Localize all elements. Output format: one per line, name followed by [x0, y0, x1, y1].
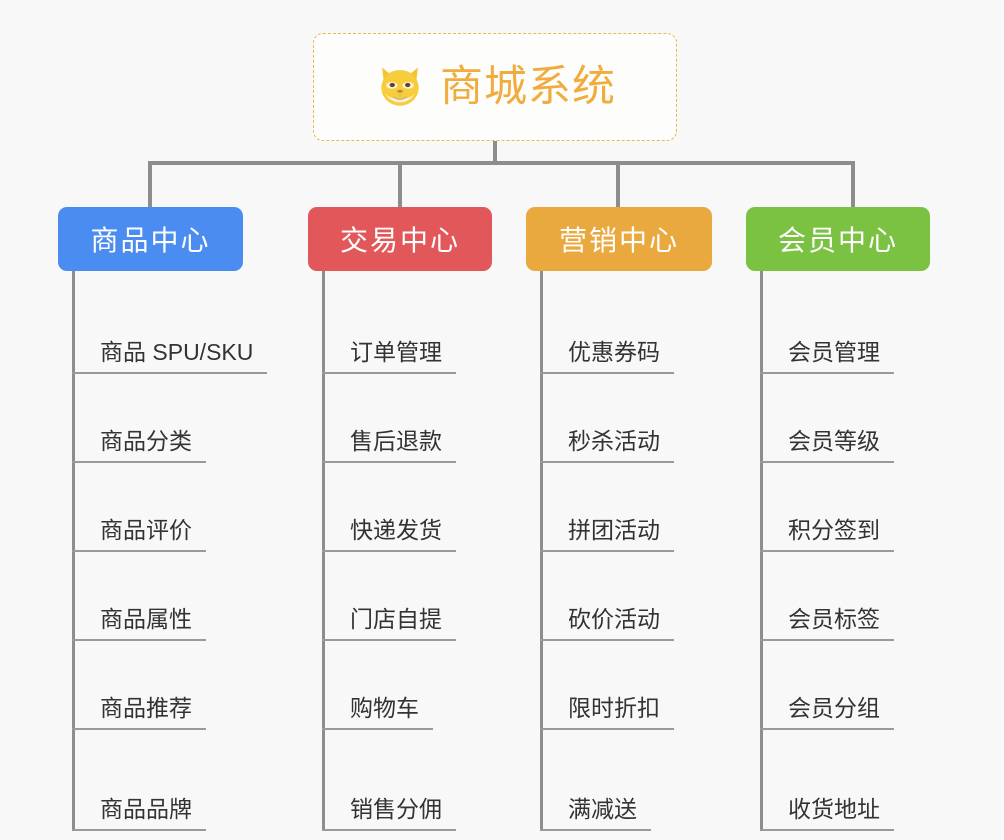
leaf-label: 商品 SPU/SKU — [72, 339, 268, 374]
leaf-label: 限时折扣 — [540, 695, 674, 730]
branch-header-1[interactable]: 商品中心 — [58, 207, 243, 271]
leaf-label: 优惠券码 — [540, 339, 674, 374]
leaf-item[interactable]: 秒杀活动 — [526, 374, 726, 463]
leaf-label: 商品评价 — [72, 517, 206, 552]
leaf-label: 收货地址 — [760, 796, 894, 831]
connector-drop-2 — [398, 161, 402, 208]
leaf-item[interactable]: 会员分组 — [746, 641, 946, 730]
leaf-label: 满减送 — [540, 796, 651, 831]
leaf-item[interactable]: 商品 SPU/SKU — [58, 285, 273, 374]
leaf-label: 拼团活动 — [540, 517, 674, 552]
leaf-item[interactable]: 销售分佣 — [308, 730, 508, 831]
leaf-item[interactable]: 快递发货 — [308, 463, 508, 552]
leaf-item[interactable]: 积分签到 — [746, 463, 946, 552]
leaf-item[interactable]: 门店自提 — [308, 552, 508, 641]
branch-header-4[interactable]: 会员中心 — [746, 207, 930, 271]
leaf-label: 售后退款 — [322, 428, 456, 463]
leaf-label: 商品推荐 — [72, 695, 206, 730]
connector-drop-4 — [851, 161, 855, 208]
leaf-label: 商品属性 — [72, 606, 206, 641]
leaf-item[interactable]: 砍价活动 — [526, 552, 726, 641]
leaf-label: 销售分佣 — [322, 796, 456, 831]
leaf-item[interactable]: 订单管理 — [308, 285, 508, 374]
leaf-label: 积分签到 — [760, 517, 894, 552]
leaf-item[interactable]: 会员标签 — [746, 552, 946, 641]
dog-face-icon — [381, 67, 419, 108]
leaf-item[interactable]: 收货地址 — [746, 730, 946, 831]
leaf-label: 会员等级 — [760, 428, 894, 463]
leaf-label: 购物车 — [322, 695, 433, 730]
connector-horizontal-bus — [150, 161, 854, 165]
branch-column-2: 交易中心 订单管理 售后退款 快递发货 门店自提 购物车 销售分佣 — [308, 207, 508, 831]
leaf-item[interactable]: 限时折扣 — [526, 641, 726, 730]
leaf-label: 快递发货 — [322, 517, 456, 552]
leaf-label: 秒杀活动 — [540, 428, 674, 463]
root-node[interactable]: 商城系统 — [313, 33, 677, 141]
leaf-label: 会员管理 — [760, 339, 894, 374]
leaf-label: 订单管理 — [322, 339, 456, 374]
leaf-item[interactable]: 优惠券码 — [526, 285, 726, 374]
leaf-list-2: 订单管理 售后退款 快递发货 门店自提 购物车 销售分佣 — [308, 271, 508, 831]
leaf-list-1: 商品 SPU/SKU 商品分类 商品评价 商品属性 商品推荐 商品品牌 — [58, 271, 273, 831]
branch-column-1: 商品中心 商品 SPU/SKU 商品分类 商品评价 商品属性 商品推荐 商品品牌 — [58, 207, 273, 831]
leaf-list-3: 优惠券码 秒杀活动 拼团活动 砍价活动 限时折扣 满减送 — [526, 271, 726, 831]
branch-header-2[interactable]: 交易中心 — [308, 207, 492, 271]
leaf-label: 会员标签 — [760, 606, 894, 641]
leaf-item[interactable]: 满减送 — [526, 730, 726, 831]
leaf-label: 门店自提 — [322, 606, 456, 641]
root-title: 商城系统 — [440, 62, 616, 111]
leaf-item[interactable]: 商品分类 — [58, 374, 273, 463]
leaf-item[interactable]: 拼团活动 — [526, 463, 726, 552]
leaf-item[interactable]: 购物车 — [308, 641, 508, 730]
leaf-item[interactable]: 会员等级 — [746, 374, 946, 463]
connector-drop-1 — [148, 161, 152, 208]
leaf-label: 砍价活动 — [540, 606, 674, 641]
leaf-item[interactable]: 商品品牌 — [58, 730, 273, 831]
connector-root-stem — [493, 141, 497, 164]
leaf-list-4: 会员管理 会员等级 积分签到 会员标签 会员分组 收货地址 — [746, 271, 946, 831]
leaf-item[interactable]: 商品评价 — [58, 463, 273, 552]
leaf-item[interactable]: 商品属性 — [58, 552, 273, 641]
connector-drop-3 — [616, 161, 620, 208]
leaf-label: 会员分组 — [760, 695, 894, 730]
leaf-item[interactable]: 会员管理 — [746, 285, 946, 374]
leaf-item[interactable]: 售后退款 — [308, 374, 508, 463]
leaf-label: 商品品牌 — [72, 796, 206, 831]
leaf-label: 商品分类 — [72, 428, 206, 463]
branch-column-4: 会员中心 会员管理 会员等级 积分签到 会员标签 会员分组 收货地址 — [746, 207, 946, 831]
branch-column-3: 营销中心 优惠券码 秒杀活动 拼团活动 砍价活动 限时折扣 满减送 — [526, 207, 726, 831]
leaf-item[interactable]: 商品推荐 — [58, 641, 273, 730]
branch-header-3[interactable]: 营销中心 — [526, 207, 712, 271]
